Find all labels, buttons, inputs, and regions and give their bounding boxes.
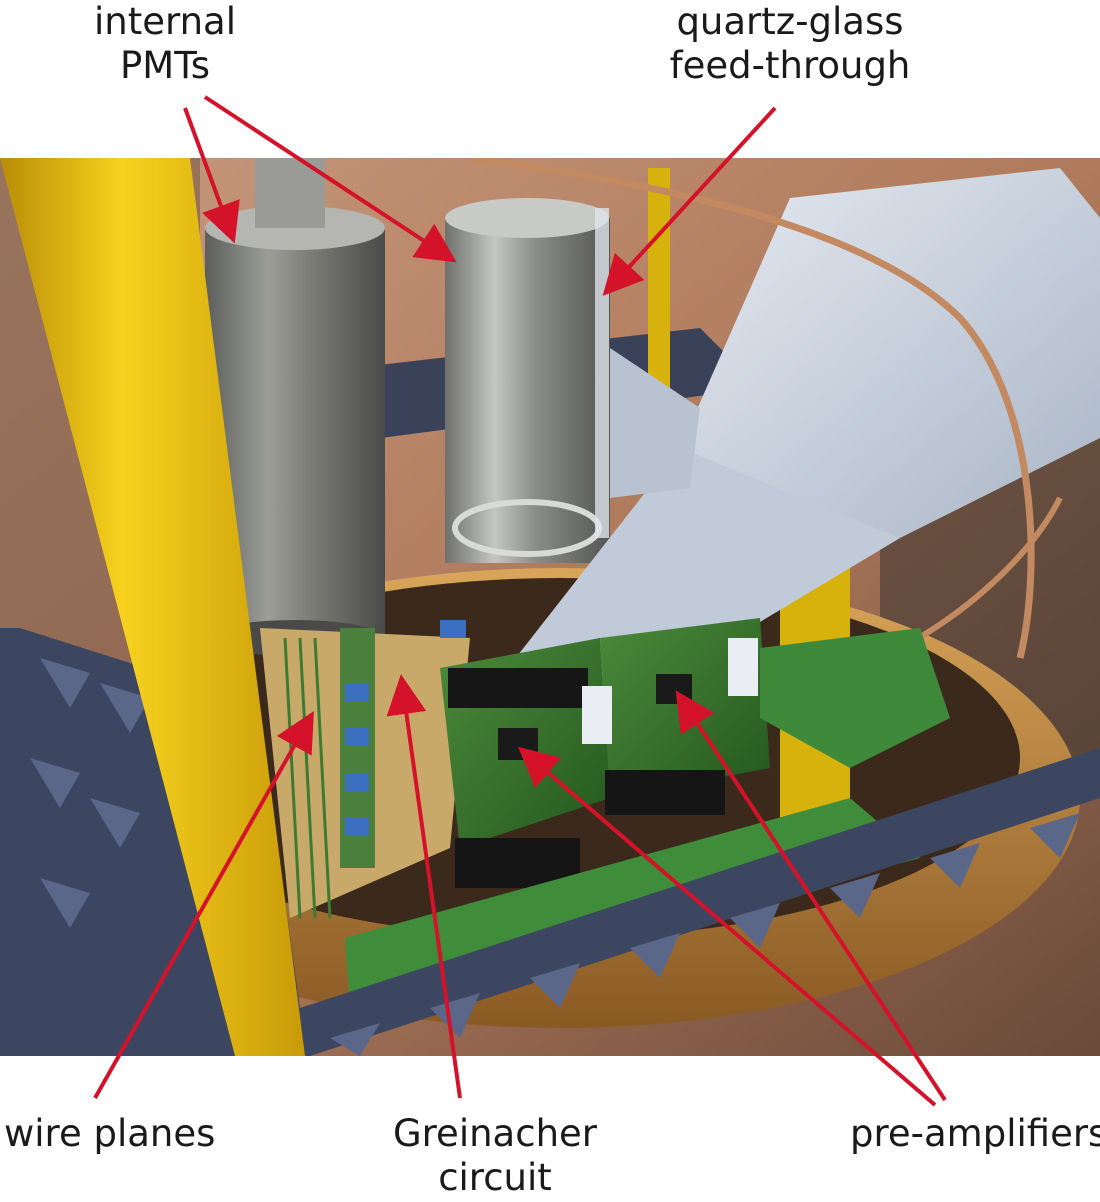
pmt-right-top <box>445 198 609 238</box>
greinacher-circuit-label: Greinacher circuit <box>360 1112 630 1200</box>
preamp-connector-2 <box>605 770 725 815</box>
quartz-glass-line1: quartz-glass <box>676 0 904 43</box>
white-connector-2 <box>728 638 758 696</box>
copper-tube-2 <box>898 496 1063 651</box>
ribbon-connector-1 <box>448 668 588 708</box>
quartz-glass-line2: feed-through <box>669 44 911 87</box>
preamp-chip-2 <box>656 674 692 704</box>
detector-photo-illustration <box>0 158 1100 1056</box>
pmt-right-body <box>445 218 610 563</box>
detector-photo <box>0 158 1100 1056</box>
greinacher-capacitors <box>345 620 466 836</box>
preamp-chip-1 <box>498 728 538 760</box>
wire-planes-label: wire planes <box>4 1112 216 1155</box>
greinacher-line2: circuit <box>438 1156 552 1199</box>
ribbon-cable-upper <box>680 168 1100 538</box>
white-connector-1 <box>582 686 612 744</box>
internal-pmts-label: internal PMTs <box>60 0 270 88</box>
internal-pmts-line2: PMTs <box>120 44 210 87</box>
greinacher-line1: Greinacher <box>392 1112 597 1155</box>
pmt-left-neck <box>255 158 325 228</box>
quartz-glass-label: quartz-glass feed-through <box>640 0 940 88</box>
pre-amplifiers-label: pre-amplifiers <box>850 1112 1100 1155</box>
ribbon-cable-left <box>610 348 700 498</box>
internal-pmts-line1: internal <box>94 0 236 43</box>
quartz-glass-rod <box>595 208 609 538</box>
